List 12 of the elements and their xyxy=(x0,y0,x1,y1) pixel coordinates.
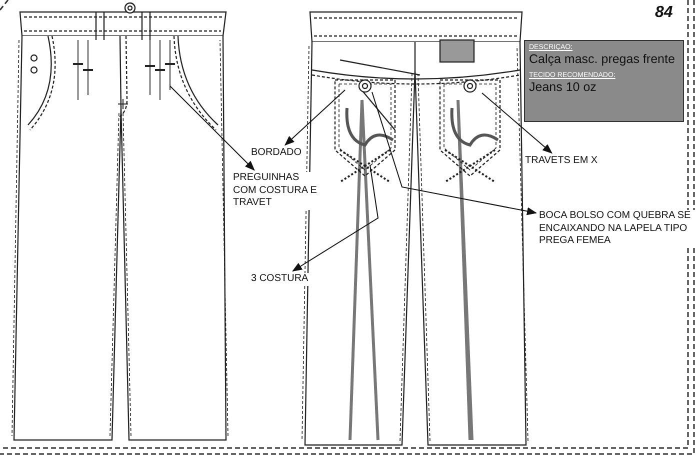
callout-label: 3 COSTURA xyxy=(250,273,310,286)
leader-line xyxy=(284,90,346,146)
leader-line xyxy=(372,92,537,216)
field-value: Calça masc. pregas frente xyxy=(529,52,676,66)
page-number: 84 xyxy=(655,4,673,22)
field-value: Jeans 10 oz xyxy=(529,80,598,94)
leader-line xyxy=(292,164,379,272)
callout-label: BOCA BOLSO COM QUEBRA SE ENCAIXANDO NA LAPELA TIPO PREGA FEMEA xyxy=(538,210,698,248)
leader-line xyxy=(170,86,255,171)
description-panel xyxy=(524,40,684,122)
callout-label: PREGUINHAS COM COSTURA E TRAVET xyxy=(232,172,318,210)
leader-line xyxy=(482,92,552,154)
